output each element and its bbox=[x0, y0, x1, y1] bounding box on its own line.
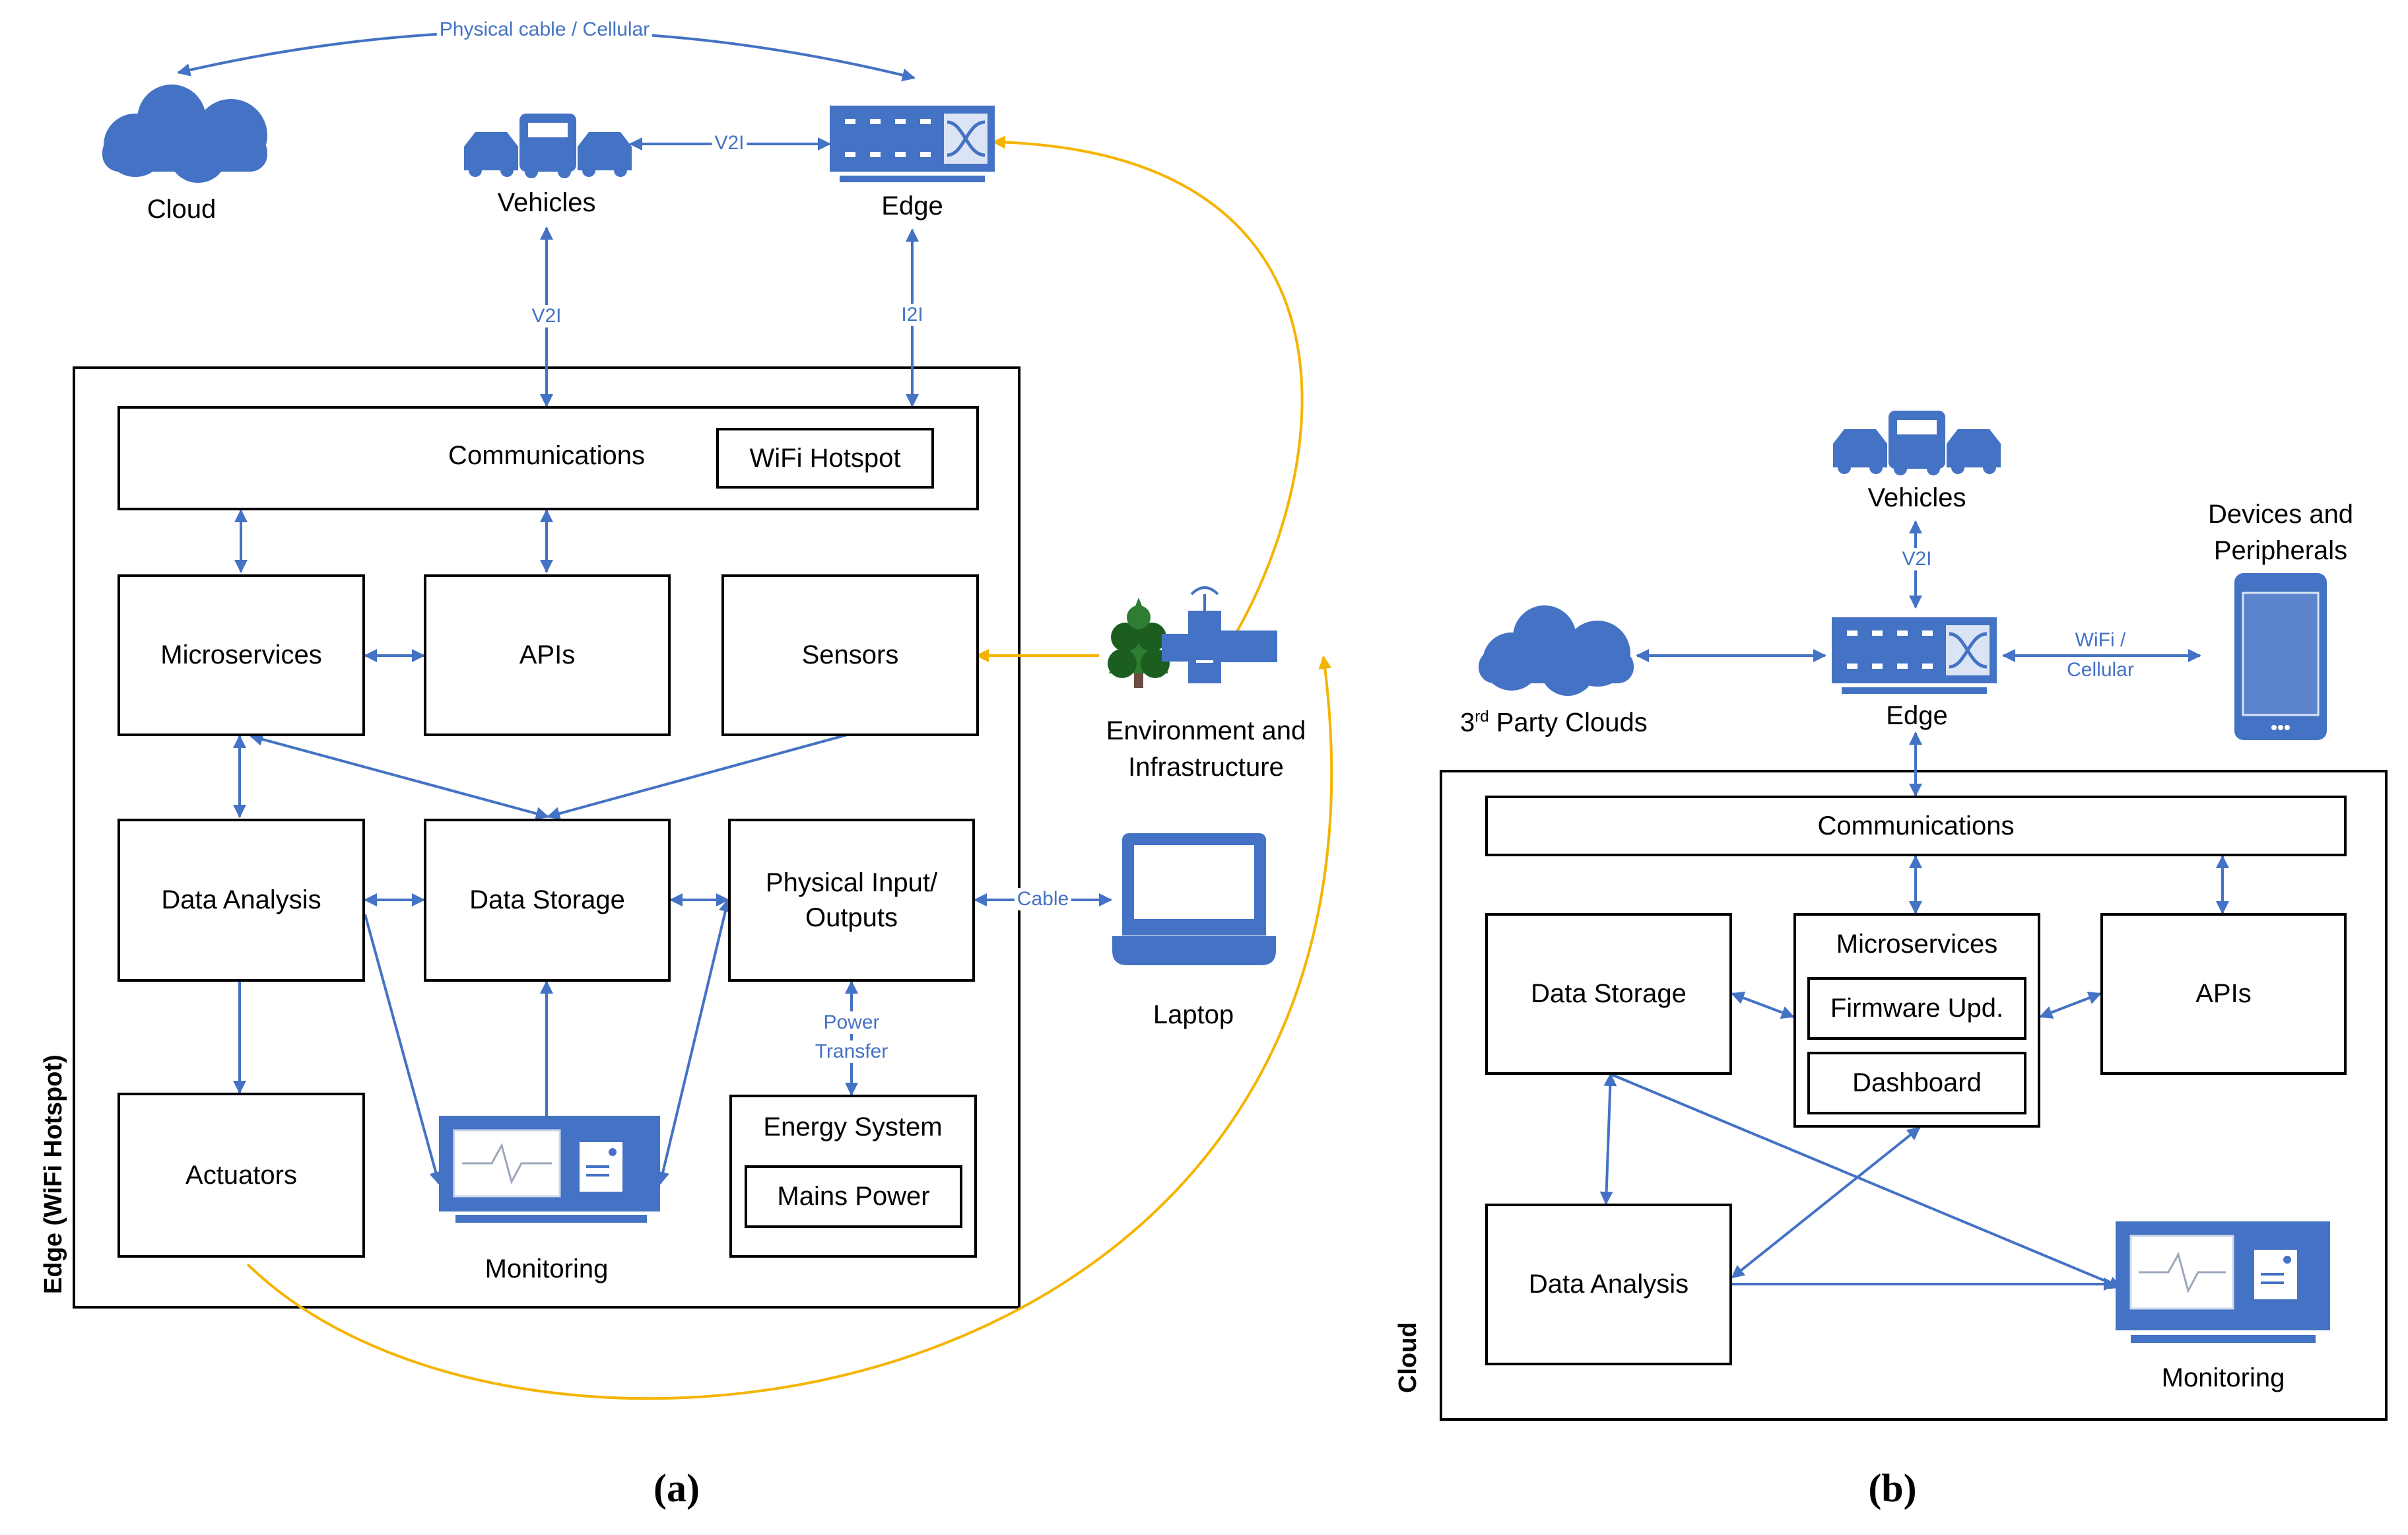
power-transfer-line1: Power bbox=[820, 1011, 883, 1034]
devices-line1: Devices and bbox=[2207, 500, 2354, 529]
cable-label: Cable bbox=[1014, 888, 1072, 910]
storage-analysis-b-arrow bbox=[1599, 1073, 1617, 1205]
actuators-env-arrow bbox=[246, 656, 1333, 1400]
tree-icon bbox=[1108, 597, 1170, 688]
devices-line2: Peripherals bbox=[2213, 536, 2348, 565]
v2i-top-label: V2I bbox=[712, 132, 747, 154]
satellite-icon bbox=[1162, 586, 1277, 683]
energy-system-label: Energy System bbox=[763, 1112, 943, 1142]
storage-micro-b-arrow bbox=[1731, 991, 1795, 1019]
sensors-box: Sensors bbox=[721, 574, 979, 736]
mains-power-box: Mains Power bbox=[745, 1165, 962, 1228]
firmware-box: Firmware Upd. bbox=[1807, 977, 2026, 1040]
smartphone-icon bbox=[2234, 573, 2327, 740]
top-link-label: Physical cable / Cellular bbox=[436, 18, 653, 41]
monitoring-device-icon bbox=[2116, 1221, 2330, 1343]
analysis-monitoring-arrow bbox=[364, 914, 442, 1185]
physical-io-box: Physical Input/ Outputs bbox=[728, 819, 975, 982]
v2i-label-b: V2I bbox=[1899, 548, 1935, 570]
data-analysis-box-b: Data Analysis bbox=[1485, 1204, 1732, 1365]
microservices-label-b: Microservices bbox=[1836, 930, 1998, 959]
cloud-icon bbox=[102, 85, 267, 183]
data-analysis-box: Data Analysis bbox=[117, 819, 365, 982]
cloud-side-label: Cloud bbox=[1394, 1322, 1422, 1393]
laptop-label: Laptop bbox=[1153, 1000, 1234, 1029]
physical-io-line2: Outputs bbox=[805, 903, 898, 932]
data-storage-box-b: Data Storage bbox=[1485, 913, 1732, 1075]
wifi-cellular-line2: Cellular bbox=[2064, 659, 2137, 681]
v2i-down-label: V2I bbox=[529, 305, 564, 327]
car-icon bbox=[1947, 429, 2001, 474]
env-edge-arrow bbox=[992, 135, 1304, 634]
monitoring-label: Monitoring bbox=[485, 1254, 609, 1283]
cloud-icon bbox=[1479, 605, 1634, 696]
cloud-label: Cloud bbox=[147, 195, 217, 224]
env-line1: Environment and bbox=[1106, 716, 1306, 745]
communications-box-b: Communications bbox=[1485, 796, 2347, 856]
third-party-sup: rd bbox=[1475, 708, 1489, 726]
edge-label-b: Edge bbox=[1886, 701, 1948, 730]
laptop-icon bbox=[1112, 833, 1276, 965]
actuators-box: Actuators bbox=[117, 1093, 365, 1258]
car-icon bbox=[464, 132, 518, 177]
communications-label: Communications bbox=[448, 441, 645, 470]
edge-side-label: Edge (WiFi Hotspot) bbox=[40, 1054, 67, 1294]
car-icon bbox=[578, 132, 632, 177]
micro-storage-arrow bbox=[250, 733, 549, 820]
edge-server-icon bbox=[1832, 617, 1997, 694]
wifi-cellular-line1: WiFi / bbox=[2072, 629, 2129, 652]
monitoring-io-arrow bbox=[656, 899, 732, 1185]
micro-apis-b-arrow bbox=[2039, 992, 2102, 1019]
panel-a-feedback bbox=[246, 135, 1333, 1400]
power-transfer-line2: Transfer bbox=[812, 1040, 891, 1063]
apis-box: APIs bbox=[424, 574, 671, 736]
vehicles-label: Vehicles bbox=[497, 188, 596, 217]
third-party-suffix: Party Clouds bbox=[1488, 708, 1648, 737]
third-party-clouds-label: 3rd Party Clouds bbox=[1460, 708, 1648, 737]
bus-icon bbox=[1889, 411, 1945, 475]
data-storage-box: Data Storage bbox=[424, 819, 671, 982]
bus-icon bbox=[519, 114, 576, 178]
caption-b: (b) bbox=[1868, 1466, 1917, 1510]
physical-io-line1: Physical Input/ bbox=[765, 868, 938, 897]
panel-b-arrows bbox=[1599, 520, 2229, 1291]
car-icon bbox=[1833, 429, 1887, 474]
edge-server-icon bbox=[830, 106, 995, 182]
apis-box-b: APIs bbox=[2100, 913, 2347, 1075]
monitoring-device-icon bbox=[439, 1116, 660, 1223]
monitoring-label-b: Monitoring bbox=[2161, 1363, 2285, 1392]
edge-label: Edge bbox=[881, 191, 943, 221]
analysis-micro-b-arrow bbox=[1731, 1126, 1921, 1279]
caption-a: (a) bbox=[653, 1466, 700, 1510]
microservices-box: Microservices bbox=[117, 574, 365, 736]
vehicles-label-b: Vehicles bbox=[1867, 483, 1966, 512]
wifi-hotspot-box: WiFi Hotspot bbox=[716, 428, 934, 489]
i2i-label: I2I bbox=[898, 304, 926, 326]
dashboard-box: Dashboard bbox=[1807, 1052, 2026, 1114]
env-line2: Infrastructure bbox=[1128, 753, 1284, 782]
sensors-storage-arrow bbox=[547, 733, 850, 820]
third-party-prefix: 3 bbox=[1460, 708, 1475, 737]
